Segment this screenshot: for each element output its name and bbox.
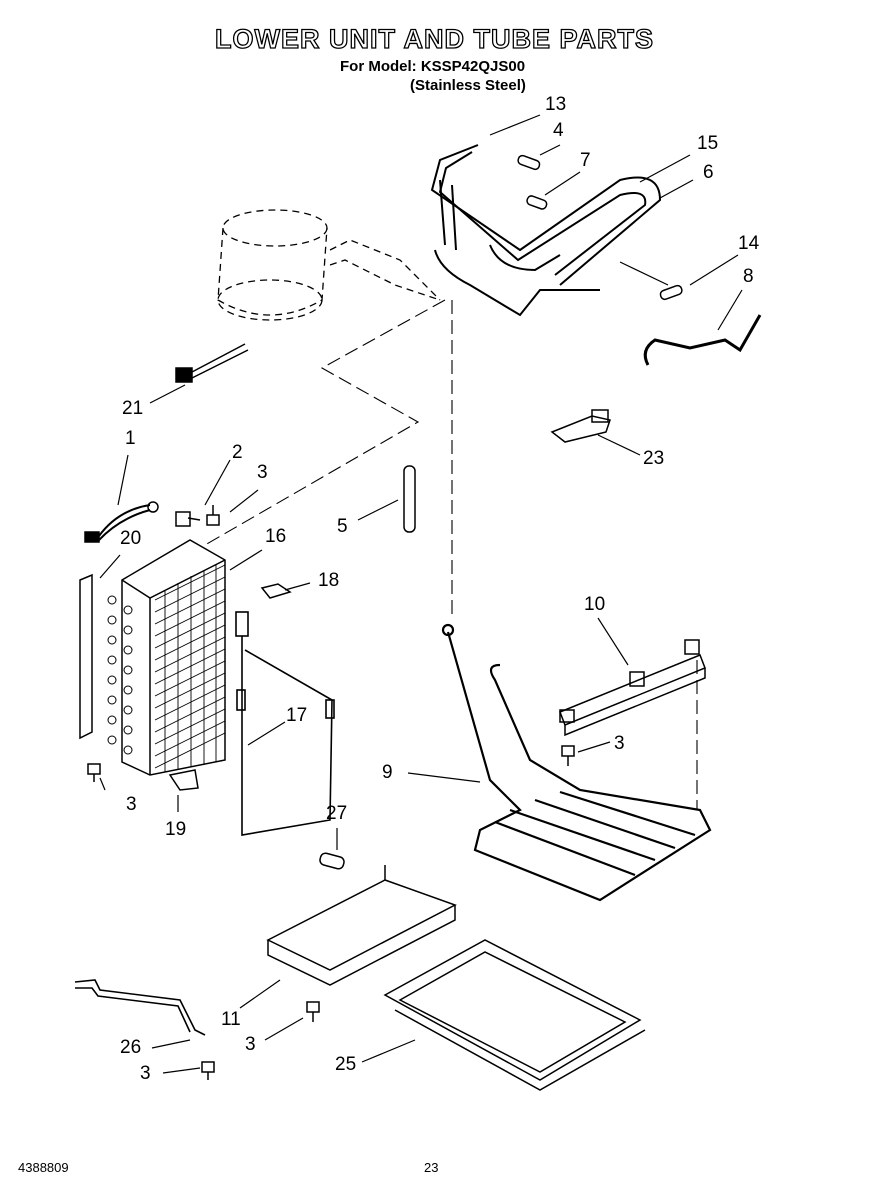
wire-8 (643, 314, 762, 366)
callout-5: 5 (337, 516, 348, 537)
callout-23: 23 (643, 448, 665, 469)
callout-20: 20 (120, 528, 142, 549)
harness-1 (84, 501, 159, 543)
callout-2: 2 (232, 442, 243, 463)
callout-17: 17 (286, 705, 308, 726)
callout-3d: 3 (245, 1034, 256, 1055)
rod-26 (74, 979, 206, 1036)
screw-3a (206, 505, 220, 526)
callout-4: 4 (553, 120, 564, 141)
callout-3b: 3 (614, 733, 625, 754)
callout-26: 26 (120, 1037, 142, 1058)
callout-19: 19 (165, 819, 187, 840)
callout-25: 25 (335, 1054, 357, 1075)
callout-11: 11 (221, 1009, 241, 1030)
defrost-heater-17 (235, 611, 335, 836)
clip-18 (260, 583, 292, 599)
screw-3b (87, 763, 101, 782)
callout-8: 8 (743, 266, 754, 287)
bracket-2 (175, 511, 191, 527)
bracket-10 (559, 639, 706, 737)
tube-sleeves (517, 154, 683, 301)
callout-6: 6 (703, 162, 714, 183)
leader-lines (99, 114, 743, 1074)
tube-5 (403, 465, 416, 533)
tube-27 (319, 852, 345, 870)
drain-pan-25 (383, 939, 646, 1091)
document-number: 4388809 (18, 1160, 69, 1175)
evaporator-16 (107, 539, 226, 776)
callout-21: 21 (122, 398, 144, 419)
page-number: 23 (424, 1160, 439, 1175)
screw-3e (201, 1061, 215, 1080)
callout-7: 7 (580, 150, 591, 171)
callout-27: 27 (326, 803, 348, 824)
screw-3d (306, 1001, 320, 1022)
callout-16: 16 (265, 526, 287, 547)
callout-3c: 3 (126, 794, 137, 815)
callout-13: 13 (545, 94, 567, 115)
callout-9: 9 (382, 762, 393, 783)
callout-14: 14 (738, 233, 760, 254)
drain-heater-9 (441, 623, 712, 902)
compressor-outline (217, 209, 441, 321)
assembly-guide-lines (204, 299, 698, 810)
callout-15: 15 (697, 133, 719, 154)
page-title: LOWER UNIT AND TUBE PARTS (214, 23, 654, 54)
clip-19 (168, 769, 199, 791)
strap-23 (550, 409, 611, 443)
drain-tray-11 (266, 865, 457, 986)
model-line: For Model: KSSP42QJS00 (340, 58, 526, 75)
finish-line: (Stainless Steel) (410, 77, 526, 94)
sleeve-14-guide (619, 261, 669, 286)
callout-3a: 3 (257, 462, 268, 483)
tube-coils (430, 144, 662, 317)
callout-18: 18 (318, 570, 340, 591)
side-plate-20 (79, 573, 93, 740)
callout-10: 10 (584, 594, 606, 615)
heater-strip-21 (175, 343, 249, 383)
screw-3c (561, 745, 575, 766)
callout-1: 1 (125, 428, 136, 449)
callout-3e: 3 (140, 1063, 151, 1084)
